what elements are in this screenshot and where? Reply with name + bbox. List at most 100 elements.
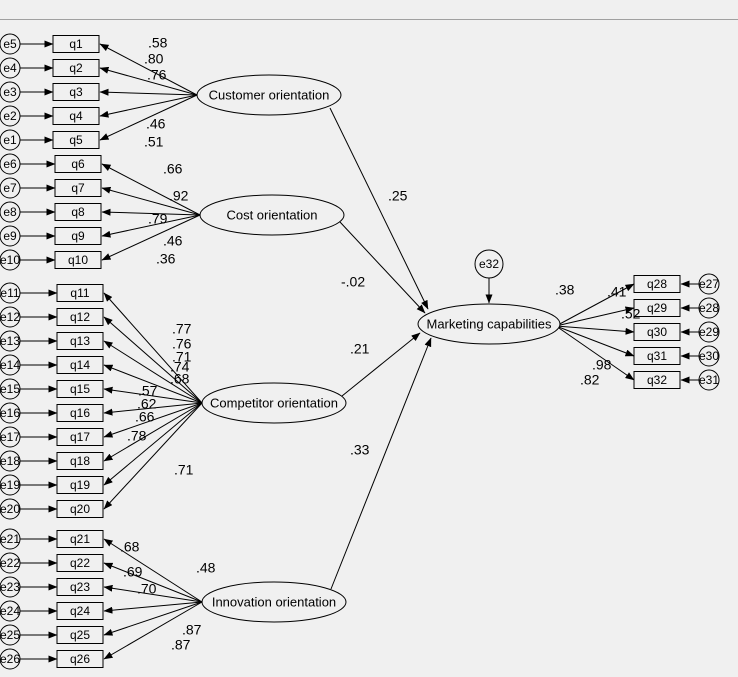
indicator-label-q3: q3 (69, 85, 83, 99)
top-separator (0, 19, 738, 20)
outcome-arrow-q30 (555, 325, 635, 335)
latent-innovation (201, 581, 347, 623)
outcome-error-label-e30: e30 (699, 349, 719, 363)
error-label-e21: e21 (0, 532, 20, 546)
path-arrow-competitor (341, 332, 421, 397)
error-label-e11: e11 (0, 286, 19, 300)
path-arrow-customer (329, 107, 429, 310)
error-label-e22: e22 (0, 556, 20, 570)
indicator-box-q6 (54, 155, 102, 173)
loading-arrow-q16 (103, 402, 203, 416)
indicator-box-q16 (56, 404, 104, 422)
error-circle-e19 (0, 474, 21, 496)
error-circle-e5 (0, 33, 21, 55)
outcome-label-q31: q31 (647, 349, 667, 363)
loading-arrow-q26 (103, 601, 203, 660)
outcome-error-label-e31: e31 (699, 373, 719, 387)
indicator-label-q6: q6 (71, 157, 85, 171)
error-circle-e25 (0, 624, 21, 646)
indicator-label-q16: q16 (70, 406, 90, 420)
outcome-loading-q30: .52 (621, 306, 641, 322)
latent-marketing (417, 303, 561, 345)
error-circle-e20 (0, 498, 21, 520)
outcome-arrow-q31 (555, 325, 635, 357)
error-circle-e10 (0, 249, 21, 271)
indicator-label-q7: q7 (71, 181, 85, 195)
error-circle-e11 (0, 282, 21, 304)
latent-label-competitor: Competitor orientation (210, 395, 338, 410)
path-coef-customer: .25 (388, 188, 408, 204)
outcome-error-label-e29: e29 (699, 325, 719, 339)
indicator-box-q3 (52, 83, 100, 101)
indicator-label-q2: q2 (69, 61, 83, 75)
loading-arrow-q18 (103, 402, 203, 462)
error-circle-e23 (0, 576, 21, 598)
error-circle-e13 (0, 330, 21, 352)
error-circle-e1 (0, 129, 21, 151)
path-coef-competitor: .21 (350, 341, 370, 357)
latent-cost (199, 194, 345, 236)
error-label-e12: e12 (0, 310, 20, 324)
error-circle-e24 (0, 600, 21, 622)
loading-arrow-q25 (103, 601, 203, 636)
latent-label-cost: Cost orientation (226, 207, 317, 222)
loading-label-q21: .68 (120, 539, 140, 555)
outcome-label-q30: q30 (647, 325, 667, 339)
error-circle-e14 (0, 354, 21, 376)
error-circle-e15 (0, 378, 21, 400)
loading-arrow-q8 (101, 208, 201, 216)
indicator-box-q8 (54, 203, 102, 221)
outcome-loading-q29: .41 (607, 284, 627, 300)
indicator-label-q5: q5 (69, 133, 83, 147)
indicator-box-q22 (56, 554, 104, 572)
error-label-e24: e24 (0, 604, 20, 618)
loading-label-q24: .48 (196, 560, 216, 576)
indicator-box-q25 (56, 626, 104, 644)
loading-arrow-q17 (103, 402, 203, 438)
loading-label-q8: .79 (148, 211, 168, 227)
error-circle-e3 (0, 81, 21, 103)
loading-label-q2: .80 (144, 51, 164, 67)
indicator-label-q19: q19 (70, 478, 90, 492)
error-circle-e21 (0, 528, 21, 550)
loading-label-q1: .58 (148, 35, 168, 51)
indicator-box-q20 (56, 500, 104, 518)
error-label-e19: e19 (0, 478, 20, 492)
indicator-box-q11 (56, 284, 104, 302)
loading-label-q23: .70 (137, 581, 157, 597)
indicator-box-q26 (56, 650, 104, 668)
indicator-box-q10 (54, 251, 102, 269)
error-label-e14: e14 (0, 358, 20, 372)
disturbance-circle (474, 249, 504, 279)
latent-label-marketing: Marketing capabilities (426, 316, 552, 331)
loading-label-q4: .46 (146, 116, 166, 132)
indicator-box-q9 (54, 227, 102, 245)
error-circle-e4 (0, 57, 21, 79)
loading-arrow-q19 (103, 402, 203, 486)
indicator-label-q12: q12 (70, 310, 90, 324)
error-label-e16: e16 (0, 406, 20, 420)
loading-label-q3: .76 (147, 67, 167, 83)
loading-label-q6: .66 (163, 161, 183, 177)
path-arrow-innovation (330, 337, 432, 590)
loading-label-q16: .57 (138, 383, 158, 399)
outcome-error-circle-e28 (698, 297, 720, 319)
latent-customer (196, 74, 342, 116)
indicator-box-q7 (54, 179, 102, 197)
indicator-label-q13: q13 (70, 334, 90, 348)
error-label-e23: e23 (0, 580, 20, 594)
outcome-error-circle-e27 (698, 273, 720, 295)
loading-arrow-q3 (99, 88, 198, 96)
outcome-label-q28: q28 (647, 277, 667, 291)
loading-arrow-q1 (99, 43, 198, 96)
error-label-e13: e13 (0, 334, 20, 348)
outcome-error-circle-e31 (698, 369, 720, 391)
indicator-box-q1 (52, 35, 100, 53)
indicator-box-q13 (56, 332, 104, 350)
error-label-e6: e6 (3, 157, 17, 171)
indicator-box-q14 (56, 356, 104, 374)
indicator-box-q12 (56, 308, 104, 326)
indicator-label-q25: q25 (70, 628, 90, 642)
indicator-box-q4 (52, 107, 100, 125)
